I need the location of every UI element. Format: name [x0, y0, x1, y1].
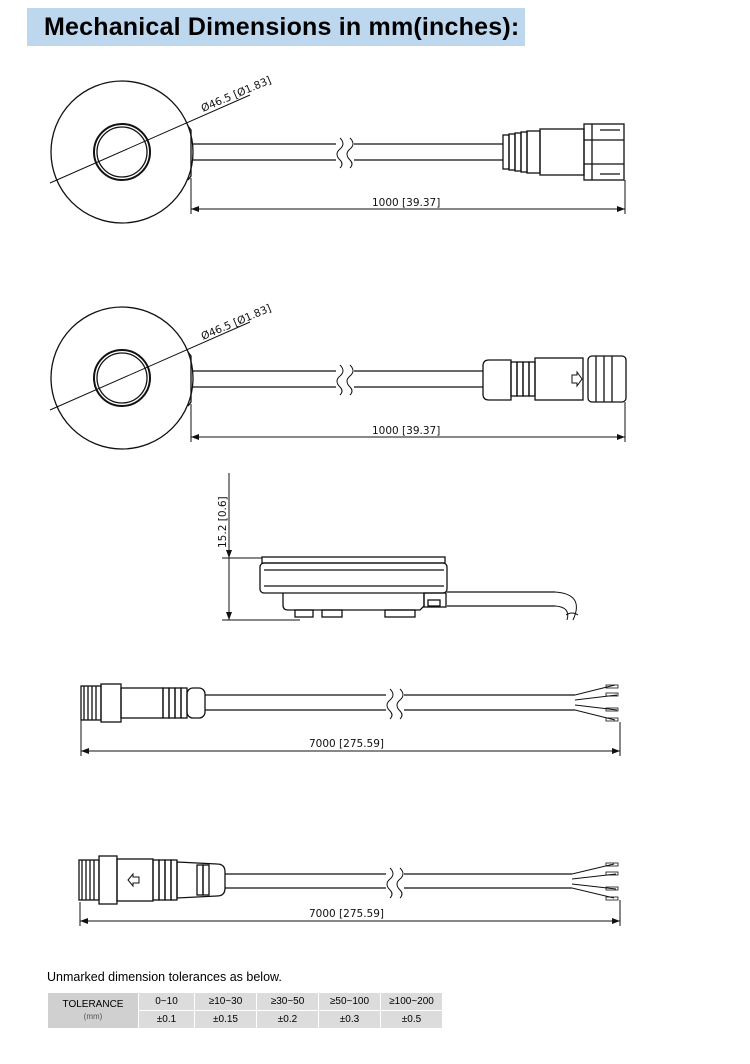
sensor-disc-outline — [50, 306, 194, 450]
view-4-threaded-plug-cable — [80, 683, 621, 756]
view-5-length-label: 7000 [275.59] — [309, 908, 384, 920]
page-title: Mechanical Dimensions in mm(inches): — [44, 13, 520, 41]
arrow-icon — [127, 872, 140, 888]
tolerance-range-cell: ≥100~200 — [380, 992, 443, 1011]
tolerance-table: TOLERANCE (mm) 0~10 ≥10~30 ≥30~50 ≥50~10… — [47, 992, 443, 1029]
tolerance-range-cell: ≥10~30 — [194, 992, 257, 1011]
tolerance-value-row: ±0.1 ±0.15 ±0.2 ±0.3 ±0.5 — [48, 1010, 443, 1029]
view-4-length-label: 7000 [275.59] — [309, 738, 384, 750]
tolerance-note: Unmarked dimension tolerances as below. — [47, 970, 282, 984]
diameter-leader — [49, 321, 251, 411]
tolerance-header-unit: (mm) — [83, 1011, 103, 1021]
view-1-sensor-square-connector — [49, 80, 626, 224]
view-1-diameter-label: Ø46.5 [Ø1.83] — [199, 74, 273, 114]
tolerance-header-cell: TOLERANCE (mm) — [47, 992, 139, 1029]
tolerance-value-cell: ±0.3 — [318, 1010, 381, 1029]
round-nut — [587, 355, 627, 403]
tolerance-range-cell: ≥30~50 — [256, 992, 319, 1011]
view-3-side-profile — [222, 473, 579, 621]
diameter-leader — [49, 94, 251, 184]
view-1-length-label: 1000 [39.37] — [372, 197, 440, 209]
arrow-icon — [571, 370, 583, 388]
title-banner — [27, 8, 525, 46]
view-2-sensor-round-connector — [49, 306, 627, 450]
tolerance-value-cell: ±0.1 — [138, 1010, 195, 1029]
sensor-center-ring — [93, 123, 151, 181]
tolerance-value-cell: ±0.5 — [380, 1010, 443, 1029]
sensor-center-ring — [93, 349, 151, 407]
square-nut — [583, 123, 625, 181]
view-5-threaded-socket-cable — [78, 855, 621, 926]
view-3-height-label: 15.2 [0.6] — [217, 496, 229, 548]
tolerance-value-cell: ±0.2 — [256, 1010, 319, 1029]
view-2-diameter-label: Ø46.5 [Ø1.83] — [199, 302, 273, 342]
sensor-disc-outline — [50, 80, 194, 224]
tolerance-range-cell: ≥50~100 — [318, 992, 381, 1011]
tolerance-range-row: TOLERANCE (mm) 0~10 ≥10~30 ≥30~50 ≥50~10… — [47, 992, 443, 1029]
tolerance-range-cell: 0~10 — [138, 992, 195, 1011]
tolerance-header-label: TOLERANCE — [62, 998, 124, 1010]
tolerance-value-cell: ±0.15 — [194, 1010, 257, 1029]
view-2-length-label: 1000 [39.37] — [372, 425, 440, 437]
